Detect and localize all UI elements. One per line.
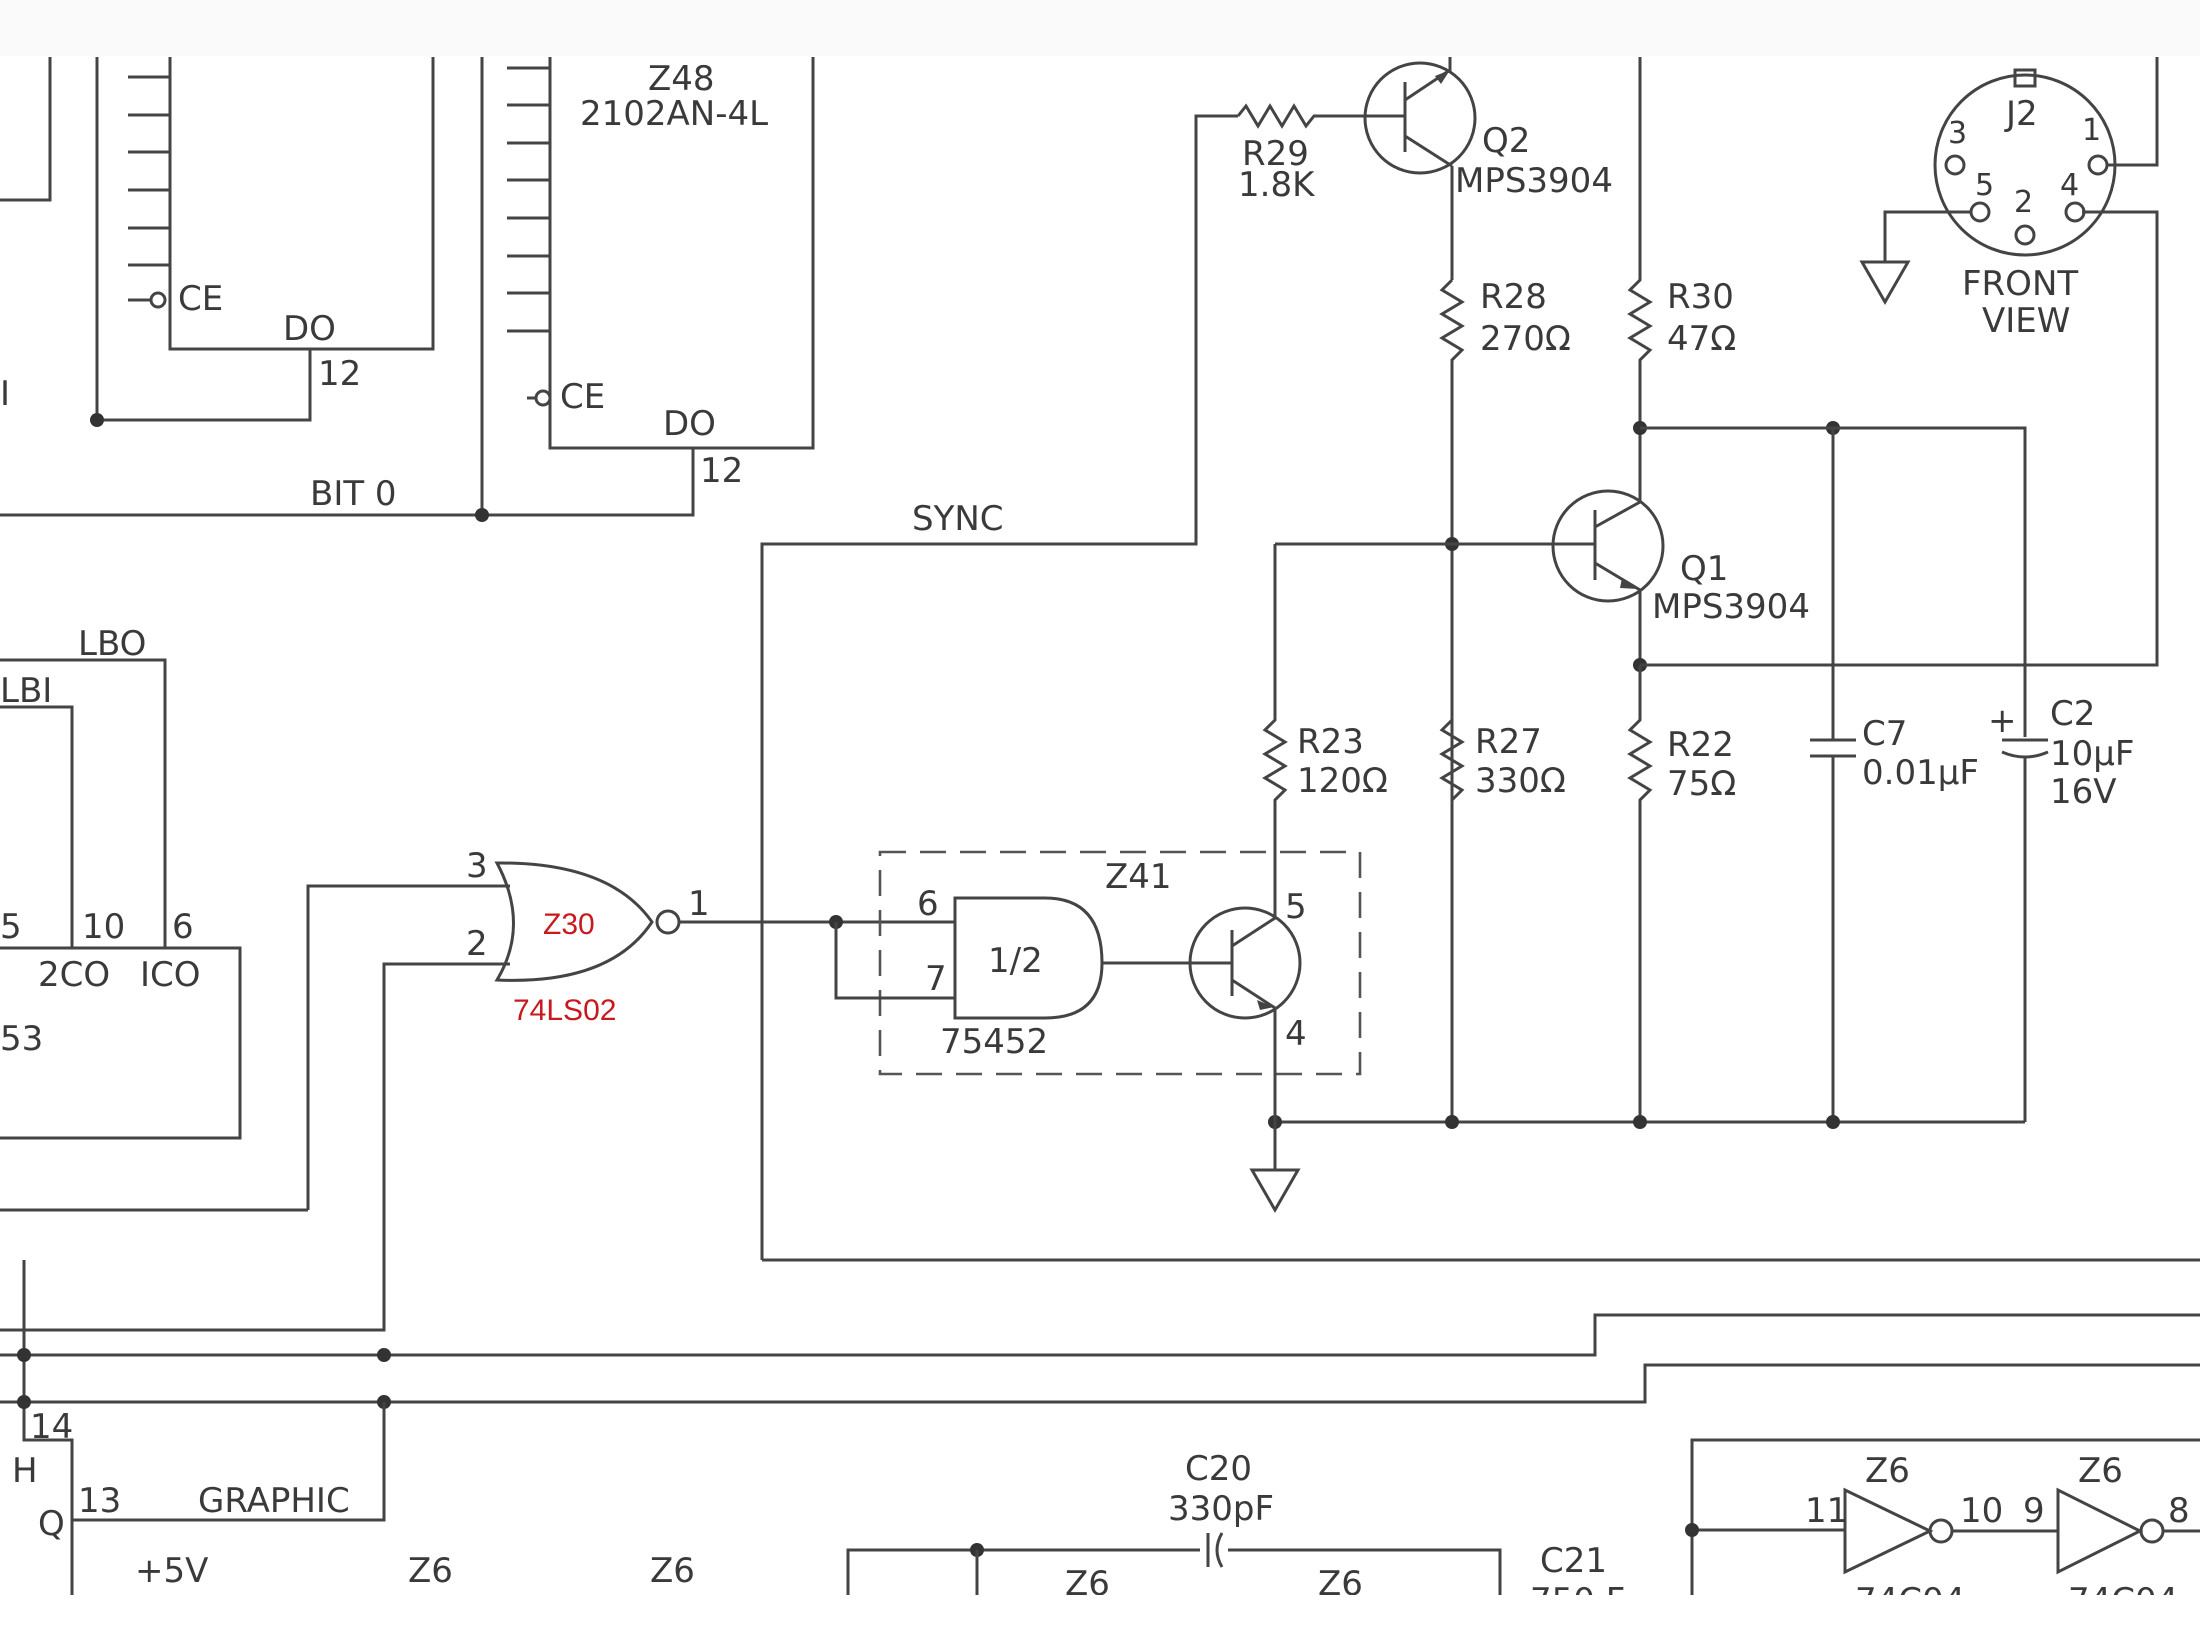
label-graphic: GRAPHIC bbox=[198, 1481, 350, 1521]
label-r23-val: 120Ω bbox=[1297, 761, 1388, 801]
label-and-pin7: 7 bbox=[925, 959, 947, 999]
label-r27-val: 330Ω bbox=[1475, 761, 1566, 801]
label-and-half: 1/2 bbox=[988, 941, 1043, 981]
label-c2: C2 bbox=[2050, 694, 2095, 734]
z30-nor-gate bbox=[0, 861, 955, 1332]
memory-chip-left bbox=[0, 57, 435, 427]
label-c2-volt: 16V bbox=[2050, 772, 2117, 812]
label-z48: Z48 bbox=[648, 59, 715, 99]
label-pin12-left: 12 bbox=[318, 354, 361, 394]
label-j2-pin4: 4 bbox=[2060, 168, 2079, 203]
counter-chip-left bbox=[0, 658, 242, 1140]
label-z30: Z30 bbox=[543, 908, 595, 941]
label-j2: J2 bbox=[2004, 94, 2038, 134]
label-c7: C7 bbox=[1862, 714, 1907, 754]
label-bit0: BIT 0 bbox=[310, 474, 397, 514]
label-z6-e: Z6 bbox=[1865, 1451, 1910, 1491]
label-q1-part: MPS3904 bbox=[1652, 587, 1810, 627]
label-z41: Z41 bbox=[1105, 857, 1172, 897]
label-c20-val: 330pF bbox=[1168, 1489, 1274, 1529]
label-front-view-2: VIEW bbox=[1982, 301, 2070, 341]
top-margin-band bbox=[0, 0, 2200, 56]
label-r22-val: 75Ω bbox=[1667, 764, 1736, 804]
label-1co: ICO bbox=[140, 955, 201, 995]
label-c2-val: 10μF bbox=[2050, 734, 2134, 774]
label-pin-q: Q bbox=[38, 1504, 65, 1544]
label-q2: Q2 bbox=[1482, 121, 1530, 161]
label-pin13: 13 bbox=[78, 1481, 121, 1521]
label-ce-z48: CE bbox=[560, 377, 605, 417]
label-lb0: LBO bbox=[78, 624, 146, 664]
label-r28-val: 270Ω bbox=[1480, 319, 1571, 359]
label-chip53: 53 bbox=[0, 1019, 43, 1059]
label-z48-part: 2102AN-4L bbox=[580, 94, 768, 134]
label-z6-a: Z6 bbox=[408, 1551, 453, 1591]
label-c20: C20 bbox=[1185, 1449, 1252, 1489]
lower-buses bbox=[0, 1258, 2200, 1595]
label-inv-pin11: 11 bbox=[1805, 1491, 1848, 1531]
label-do-left: DO bbox=[283, 309, 336, 349]
j2-connector bbox=[1859, 57, 2159, 306]
label-r22: R22 bbox=[1667, 725, 1734, 765]
label-partial-1: I bbox=[0, 374, 10, 414]
label-z6-f: Z6 bbox=[2078, 1451, 2123, 1491]
label-q2-part: MPS3904 bbox=[1455, 161, 1613, 201]
label-ce-left: CE bbox=[178, 279, 223, 319]
q1-output-network bbox=[1262, 210, 2159, 1129]
label-r29-val: 1.8K bbox=[1238, 165, 1316, 205]
label-2co: 2CO bbox=[38, 955, 110, 995]
label-gate-pin2: 2 bbox=[466, 924, 488, 964]
label-r30: R30 bbox=[1667, 277, 1734, 317]
label-r23: R23 bbox=[1297, 722, 1364, 762]
label-pin14: 14 bbox=[30, 1407, 73, 1447]
label-pin-h: H bbox=[12, 1451, 38, 1491]
label-pin5-cut: 5 bbox=[0, 907, 22, 947]
label-z6-b: Z6 bbox=[650, 1551, 695, 1591]
label-sync: SYNC bbox=[912, 499, 1004, 539]
bottom-fade bbox=[0, 1595, 2200, 1650]
memory-chip-z48 bbox=[0, 57, 815, 522]
label-c21: C21 bbox=[1540, 1541, 1607, 1581]
sync-network bbox=[760, 57, 1653, 1260]
label-pin10: 10 bbox=[82, 907, 125, 947]
label-lb1: LBI bbox=[0, 671, 52, 711]
label-do-z48: DO bbox=[663, 404, 716, 444]
label-pin12-z48: 12 bbox=[700, 451, 743, 491]
label-front-view-1: FRONT bbox=[1962, 264, 2078, 304]
label-and-pin6: 6 bbox=[917, 884, 939, 924]
label-inv-pin10: 10 bbox=[1960, 1491, 2003, 1531]
label-c7-val: 0.01μF bbox=[1862, 753, 1979, 793]
label-and-part: 75452 bbox=[940, 1022, 1048, 1062]
label-j2-pin1: 1 bbox=[2082, 113, 2101, 148]
label-j2-pin2: 2 bbox=[2014, 185, 2033, 220]
label-gate-pin3: 3 bbox=[466, 846, 488, 886]
label-r29: R29 bbox=[1242, 134, 1309, 174]
label-q1: Q1 bbox=[1680, 549, 1728, 589]
label-tr-pin5: 5 bbox=[1285, 887, 1307, 927]
label-plus5v: +5V bbox=[135, 1551, 208, 1591]
label-j2-pin3: 3 bbox=[1948, 116, 1967, 151]
label-c2-plus: + bbox=[1988, 701, 2017, 741]
bottom-circuit bbox=[846, 1438, 2200, 1595]
schematic-labels: I Z48 2102AN-4L CE DO 12 CE DO 12 BIT 0 … bbox=[0, 59, 2190, 1621]
label-tr-pin4: 4 bbox=[1285, 1014, 1307, 1054]
label-inv-pin9: 9 bbox=[2023, 1491, 2045, 1531]
label-r30-val: 47Ω bbox=[1667, 319, 1736, 359]
label-inv-pin8: 8 bbox=[2168, 1491, 2190, 1531]
label-gate-pin1: 1 bbox=[688, 884, 710, 924]
z41-driver bbox=[834, 850, 1362, 1214]
label-r27: R27 bbox=[1475, 722, 1542, 762]
label-z30-part: 74LS02 bbox=[513, 994, 616, 1027]
label-j2-pin5: 5 bbox=[1975, 168, 1994, 203]
label-r28: R28 bbox=[1480, 277, 1547, 317]
label-pin6: 6 bbox=[172, 907, 194, 947]
